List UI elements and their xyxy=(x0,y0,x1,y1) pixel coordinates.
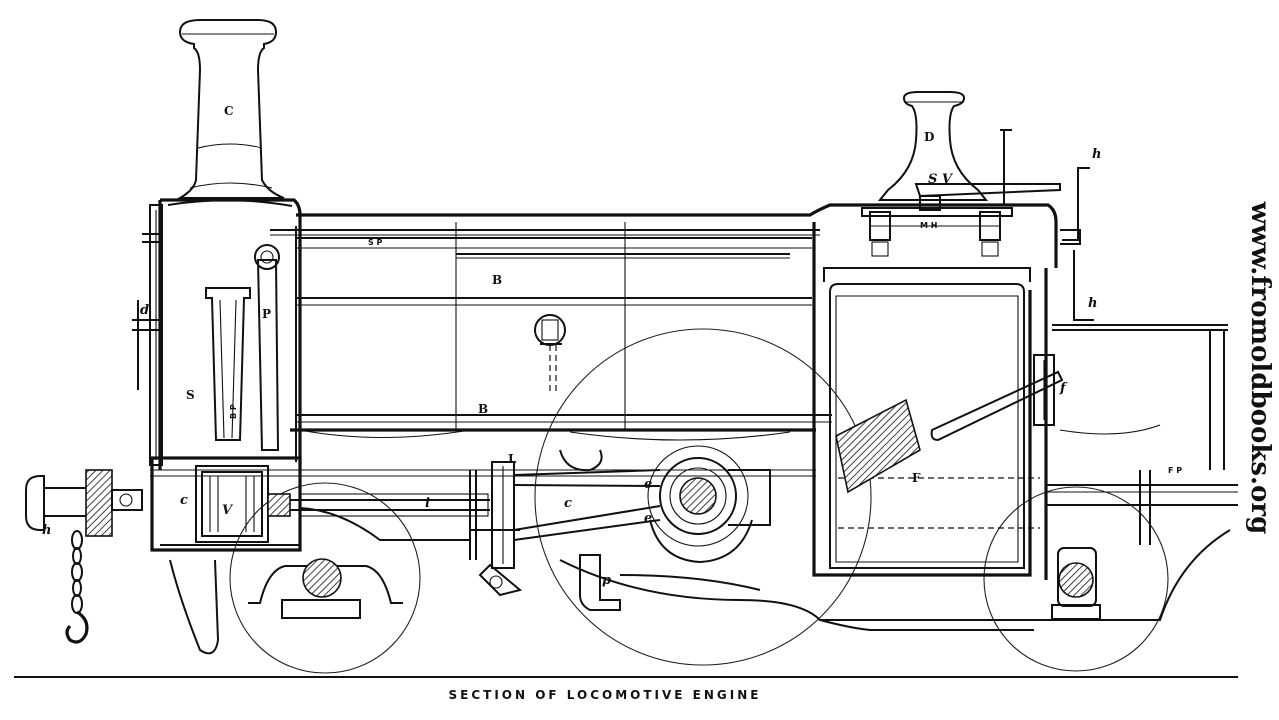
cab-and-footplate xyxy=(1046,167,1238,545)
label-chimney: C xyxy=(224,104,234,118)
label-firebox: F xyxy=(912,471,921,485)
label-pipe: P xyxy=(262,307,271,321)
label-fire-door: f xyxy=(1059,381,1068,396)
driving-wheel xyxy=(534,328,872,666)
frame xyxy=(150,429,1231,631)
buffer-and-coupling xyxy=(25,469,220,655)
firebox xyxy=(812,222,1064,580)
label-dome: D xyxy=(924,130,934,144)
label-boiler-upper: B xyxy=(492,273,502,287)
steam-dome xyxy=(877,91,989,201)
trailing-axle xyxy=(1051,547,1101,620)
label-steam-pipe: S P xyxy=(368,238,383,247)
label-link: L xyxy=(508,452,517,466)
label-boiler-lower: B xyxy=(478,402,488,416)
label-piston-rod: i xyxy=(425,496,430,511)
label-crank: c xyxy=(564,496,572,511)
cylinder xyxy=(150,456,490,552)
trailing-wheel xyxy=(983,486,1169,672)
driving-axle xyxy=(647,445,771,564)
diagram-labels: C D S V M H S P B B P S B P F f F P c V … xyxy=(42,104,1182,588)
label-valve: V xyxy=(222,503,234,518)
leading-axle xyxy=(248,558,403,619)
watermark-text: www.fromoldbooks.org xyxy=(1245,201,1275,535)
label-buffer-hook: h xyxy=(42,523,51,538)
diagram-caption: SECTION OF LOCOMOTIVE ENGINE xyxy=(448,688,762,702)
label-blast-pipe: B P xyxy=(229,404,238,419)
leading-wheel xyxy=(229,482,421,674)
valve-motion xyxy=(469,449,761,611)
label-eccentric-upper: e xyxy=(644,477,652,492)
manhole xyxy=(861,207,1013,257)
chimney xyxy=(176,19,285,199)
label-lever-d: d xyxy=(140,303,149,318)
smokebox xyxy=(132,198,302,470)
label-pump: p xyxy=(602,573,611,588)
label-footplate: F P xyxy=(1168,466,1182,475)
safety-valve xyxy=(914,129,1061,211)
label-smokebox: S xyxy=(186,388,195,402)
label-safety-valve: S V xyxy=(928,172,954,187)
label-handle-lower: h xyxy=(1088,296,1097,311)
label-handle-upper: h xyxy=(1092,147,1101,162)
label-eccentric-lower: e xyxy=(644,511,652,526)
label-cylinder: c xyxy=(180,493,188,508)
label-manhole: M H xyxy=(920,221,937,230)
